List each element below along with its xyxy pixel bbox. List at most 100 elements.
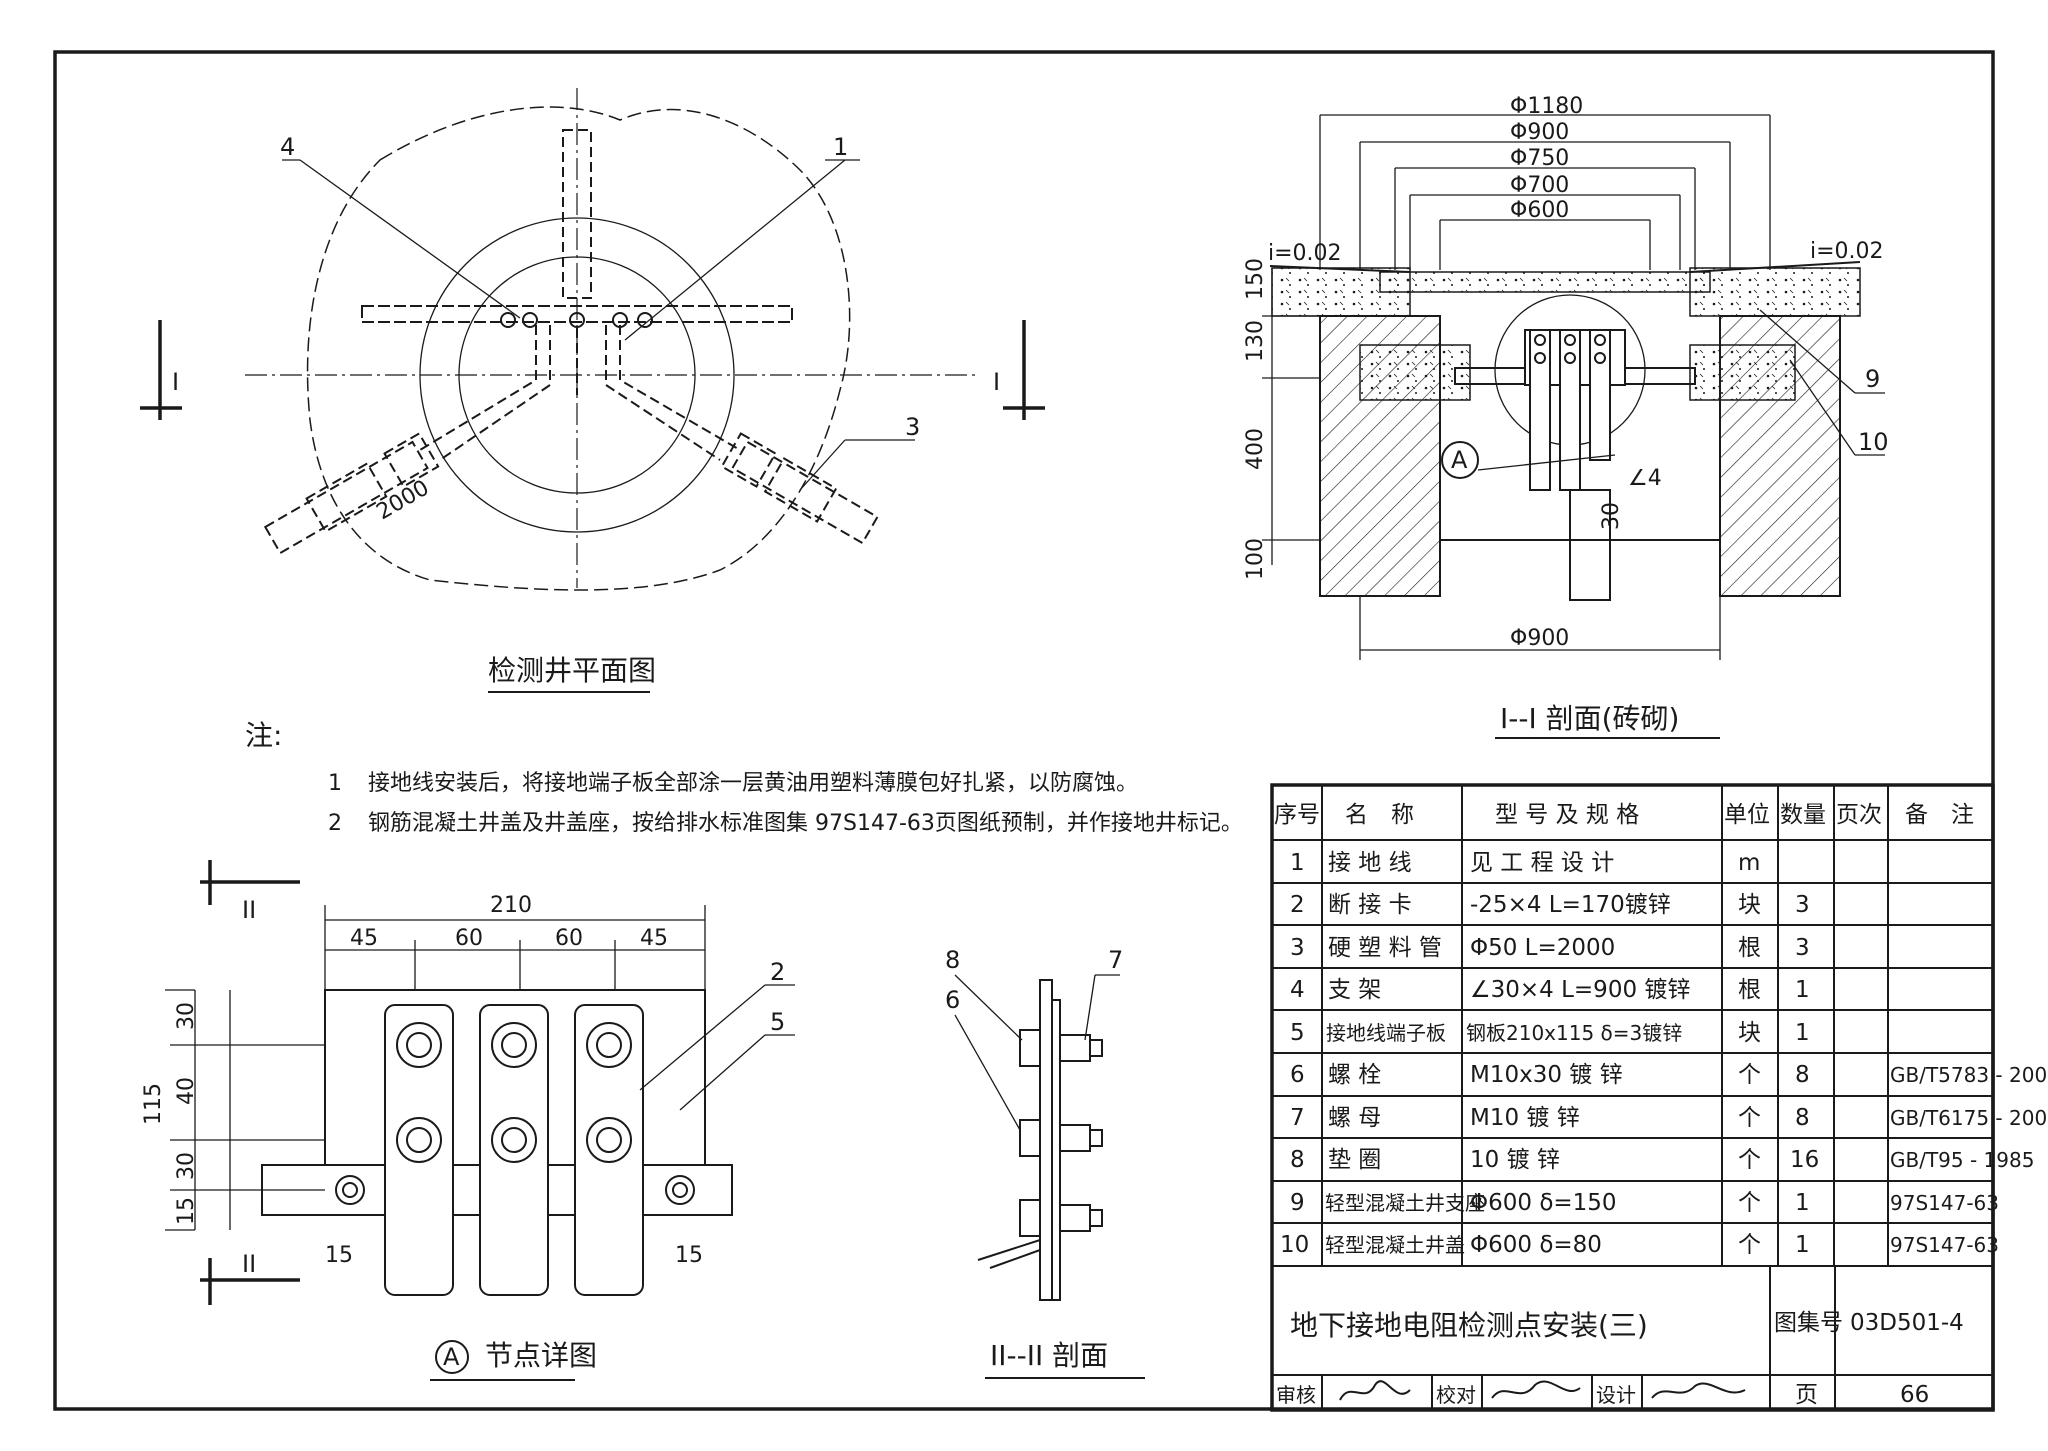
- strap-1: [384, 1004, 454, 1296]
- callout-9: 9: [1865, 365, 1880, 393]
- table-row: 8: [1290, 1147, 1305, 1173]
- table-row: 7: [1290, 1105, 1305, 1131]
- check-label: 校对: [1436, 1383, 1476, 1407]
- table-cell: 1: [1795, 1020, 1810, 1046]
- callout-leader-1: [624, 159, 846, 341]
- table-cell: 硬 塑 料 管: [1328, 935, 1442, 961]
- table-cell: 3: [1795, 935, 1810, 961]
- table-cell: 个: [1738, 1232, 1761, 1258]
- detail-marker-label: A: [1451, 446, 1468, 474]
- design-signature: [1651, 1382, 1746, 1399]
- review-signature: [1339, 1380, 1411, 1401]
- table-cell: GB/T6175 - 2000: [1890, 1106, 2048, 1130]
- detail-view-caption: 节点详图: [485, 1339, 597, 1372]
- table-cell: -25×4 L=170镀锌: [1470, 892, 1671, 918]
- table-cell: 块: [1738, 1020, 1761, 1046]
- table-cell: 接 地 线: [1328, 850, 1412, 876]
- table-cell: 97S147-63: [1890, 1233, 1999, 1257]
- dia-700: Φ700: [1510, 173, 1569, 198]
- height-40: 40: [174, 1077, 199, 1105]
- table-cell: 垫 圈: [1328, 1147, 1381, 1173]
- section-bolts: [1534, 334, 1606, 364]
- side-view-caption: II--II 剖面: [990, 1339, 1108, 1372]
- conductor-right-2: [619, 325, 741, 451]
- table-cell: 钢板210x115 δ=3镀锌: [1466, 1021, 1682, 1045]
- note-1-text: 接地线安装后，将接地端子板全部涂一层黄油用塑料薄膜包好扎紧，以防腐蚀。: [368, 771, 1138, 796]
- table-cell: M10x30 镀 锌: [1470, 1062, 1623, 1088]
- section-mark-ii-bottom: II: [242, 1250, 256, 1278]
- well-cover: [1379, 271, 1711, 293]
- header-unit: 单位: [1724, 802, 1770, 828]
- callout-leader-4: [299, 159, 521, 319]
- height-30-bottom: 30: [174, 1152, 199, 1180]
- note-2-number: 2: [328, 811, 342, 836]
- page-label: 页: [1795, 1382, 1818, 1408]
- header-page: 页次: [1836, 802, 1882, 828]
- slope-right: i=0.02: [1810, 239, 1884, 264]
- dia-1180: Φ1180: [1510, 94, 1583, 119]
- table-row: 4: [1290, 977, 1305, 1003]
- soil-right: [1689, 267, 1861, 317]
- side-strap: [1051, 999, 1061, 1301]
- table-row: 10: [1280, 1232, 1309, 1258]
- width-45-left: 45: [350, 926, 378, 951]
- conductor-strip-3: [1589, 329, 1611, 461]
- height-15: 15: [174, 1197, 199, 1225]
- table-cell: 8: [1795, 1105, 1810, 1131]
- section-view-caption: I--I 剖面(砖砌): [1500, 702, 1679, 735]
- atlas-number: 03D501-4: [1850, 1310, 1964, 1336]
- bottom-diameter: Φ900: [1510, 626, 1569, 651]
- edge-dim-left: 15: [325, 1243, 353, 1268]
- overall-width: 210: [490, 893, 532, 918]
- side-view: 8 7 6 II--II 剖面: [945, 946, 1145, 1379]
- diameter-dimensions: Φ1180 Φ900 Φ750 Φ700 Φ600: [1319, 94, 1771, 270]
- sheet-border: [53, 50, 1995, 1411]
- cover-seat-right: [1689, 344, 1796, 401]
- table-cell: 轻型混凝土井盖: [1325, 1233, 1465, 1257]
- table-cell: 97S147-63: [1890, 1191, 1999, 1215]
- section-mark-ii-top: II: [242, 896, 256, 924]
- table-row: 9: [1290, 1190, 1305, 1216]
- cover-seat-left: [1359, 344, 1471, 401]
- conductor-strip-1: [1529, 329, 1551, 491]
- section-mark-left-label: I: [172, 368, 179, 396]
- table-cell: 接地线端子板: [1326, 1021, 1446, 1045]
- table-cell: 8: [1795, 1062, 1810, 1088]
- notes-heading: 注:: [245, 719, 282, 752]
- excavation-outline: [306, 106, 851, 591]
- depth-label: 30: [1599, 502, 1624, 530]
- table-cell: 16: [1790, 1147, 1819, 1173]
- table-cell: m: [1738, 850, 1760, 876]
- header-qty: 数量: [1780, 802, 1826, 828]
- callout-6: 6: [945, 986, 960, 1014]
- side-plate: [1039, 979, 1053, 1301]
- bracket-bolts: [500, 312, 653, 328]
- table-cell: Φ50 L=2000: [1470, 935, 1615, 961]
- plan-view-caption: 检测井平面图: [488, 654, 656, 687]
- conductor-right: [605, 325, 721, 461]
- check-signature: [1491, 1380, 1581, 1399]
- width-60-left: 60: [455, 926, 483, 951]
- table-cell: Φ600 δ=80: [1470, 1232, 1602, 1258]
- dia-600: Φ600: [1510, 198, 1569, 223]
- grounding-pipe-vertical: [562, 129, 592, 299]
- callout-3: 3: [905, 413, 920, 441]
- table-cell: 1: [1795, 1190, 1810, 1216]
- side-bolts: [1019, 1029, 1103, 1237]
- pvc-pipe-left: [263, 432, 440, 555]
- table-cell: 1: [1795, 977, 1810, 1003]
- height-400: 400: [1243, 428, 1268, 470]
- height-150: 150: [1243, 258, 1268, 300]
- angle-bracket-side: [977, 1238, 1041, 1269]
- table-cell: 螺 母: [1328, 1105, 1381, 1131]
- section-view: Φ1180 Φ900 Φ750 Φ700 Φ600 i=0.02 i=0.02 …: [1243, 94, 1889, 739]
- callout-2: 2: [770, 958, 785, 986]
- page-number: 66: [1900, 1382, 1929, 1408]
- conductor-left: [419, 325, 537, 451]
- callout-7: 7: [1108, 946, 1123, 974]
- header-remark: 备 注: [1905, 802, 1974, 828]
- table-row: 3: [1290, 935, 1305, 961]
- table-cell: 块: [1738, 892, 1761, 918]
- support-bracket: [361, 305, 793, 323]
